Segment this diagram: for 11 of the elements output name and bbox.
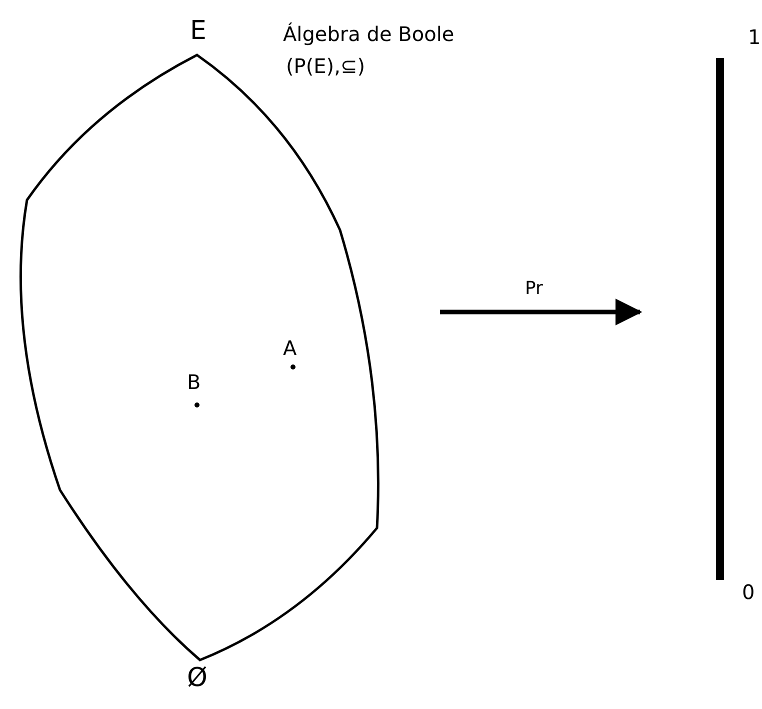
scale-label: 0 — [742, 582, 755, 602]
scale-label: 1 — [748, 27, 761, 47]
set-notation-label: (P(E),⊆) — [286, 56, 366, 76]
scale-bar — [716, 58, 724, 580]
heading-label: Álgebra de Boole — [283, 24, 454, 44]
vertex-label: E — [190, 18, 206, 44]
arrow — [440, 298, 642, 326]
point-label: B — [187, 372, 201, 392]
point-label: A — [283, 338, 297, 358]
vertex-label: Ø — [187, 665, 208, 691]
edge-label: Pr — [525, 280, 543, 298]
